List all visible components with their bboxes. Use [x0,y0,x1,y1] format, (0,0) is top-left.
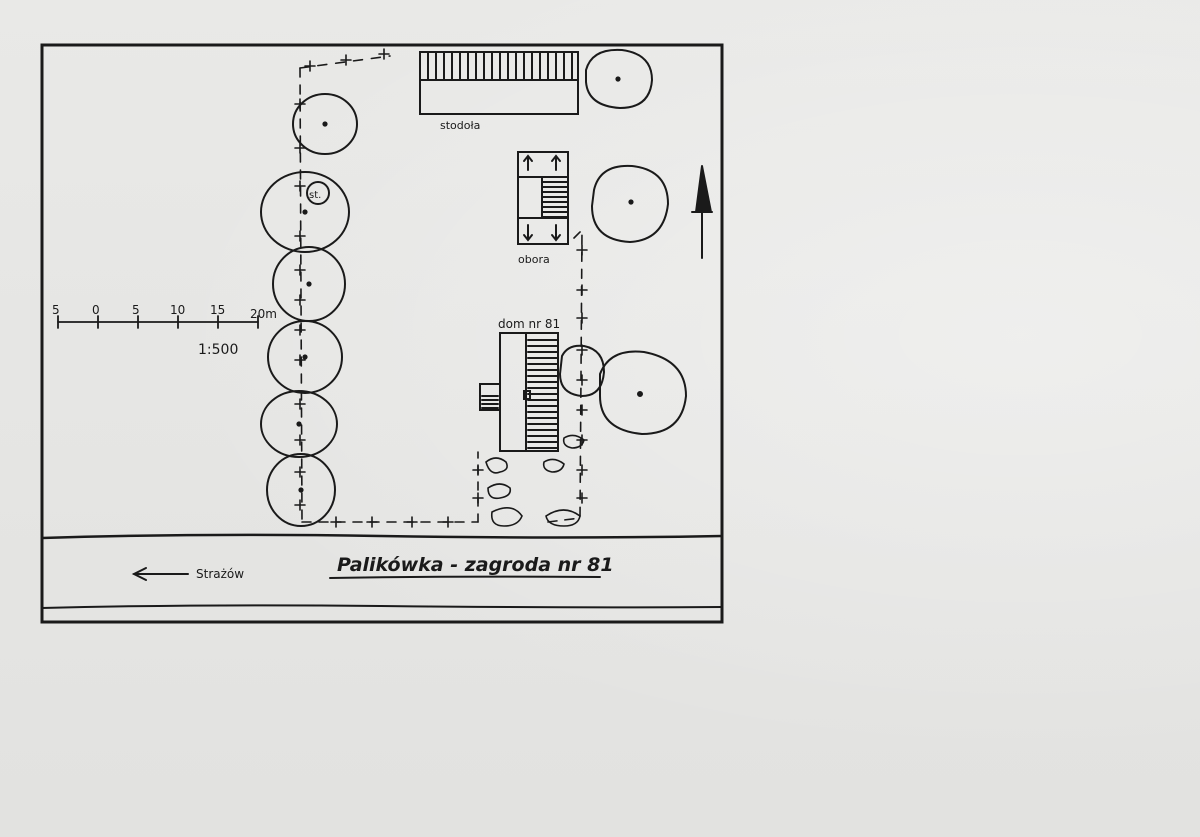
boundary-cross [576,374,588,386]
boundary-cross [472,492,484,504]
drawing-frame [40,43,724,624]
scale-tick-label: 5 [132,303,140,317]
house-building [479,332,559,452]
boundary-cross [378,48,390,60]
plan-title: Palikówka - zagroda nr 81 [337,554,614,576]
scale-ratio: 1:500 [198,342,238,358]
boundary-cross [576,284,588,296]
barn-building [419,51,579,115]
tree-canopy [292,93,358,155]
arrow-left-icon [131,567,189,581]
shrubs [485,434,585,527]
tree-row-west [260,93,358,527]
tree-canopy [260,390,338,458]
boundary-cross [442,516,454,528]
boundary-cross [294,354,306,366]
north-arrow-icon [691,165,713,259]
house-label: dom nr 81 [498,317,560,331]
road-edge-top [40,533,724,540]
boundary-cross [576,244,588,256]
boundary-cross [294,324,306,336]
boundary-cross [576,464,588,476]
scale-tick-label: 10 [170,303,185,317]
barn-label: stodoła [440,119,480,132]
scale-tick-label: 0 [92,303,100,317]
road-edge-bottom [41,604,723,609]
scale-tick-label: 15 [210,303,225,317]
scale-tick-label: 20m [250,307,277,321]
boundary-cross [472,464,484,476]
trees-east [558,48,688,436]
boundary-cross [294,434,306,446]
boundary-cross [576,312,588,324]
boundary-cross [406,516,418,528]
boundary-cross [294,398,306,410]
boundary-cross [294,264,306,276]
cowshed-building [517,151,569,245]
tree-marker-circle [306,181,330,205]
scale-bar [57,315,259,329]
tree-canopy [260,171,350,253]
boundary-cross [304,60,316,72]
tree-trunk [306,281,312,287]
cowshed-label: obora [518,253,550,266]
boundary-cross [340,54,352,66]
boundary-cross [294,180,306,192]
tree-canopy [266,453,336,527]
boundary-cross [294,294,306,306]
tree-trunk [296,421,302,427]
tree-trunk [298,487,304,493]
boundary-cross [294,466,306,478]
tree-trunk [322,121,328,127]
scale-tick-label: 5 [52,303,60,317]
title-underline [329,575,601,579]
boundary-cross [576,404,588,416]
tree-trunk [302,209,308,215]
tree-marker-label: st. [309,190,321,201]
boundary-cross [294,499,306,511]
boundary-cross [294,142,306,154]
tree-trunk [302,354,308,360]
boundary-cross [576,492,588,504]
boundary-cross [366,516,378,528]
boundary-cross [330,516,342,528]
boundary-cross [294,230,306,242]
tree-canopy [267,320,343,394]
direction-label: Strażów [196,567,244,581]
